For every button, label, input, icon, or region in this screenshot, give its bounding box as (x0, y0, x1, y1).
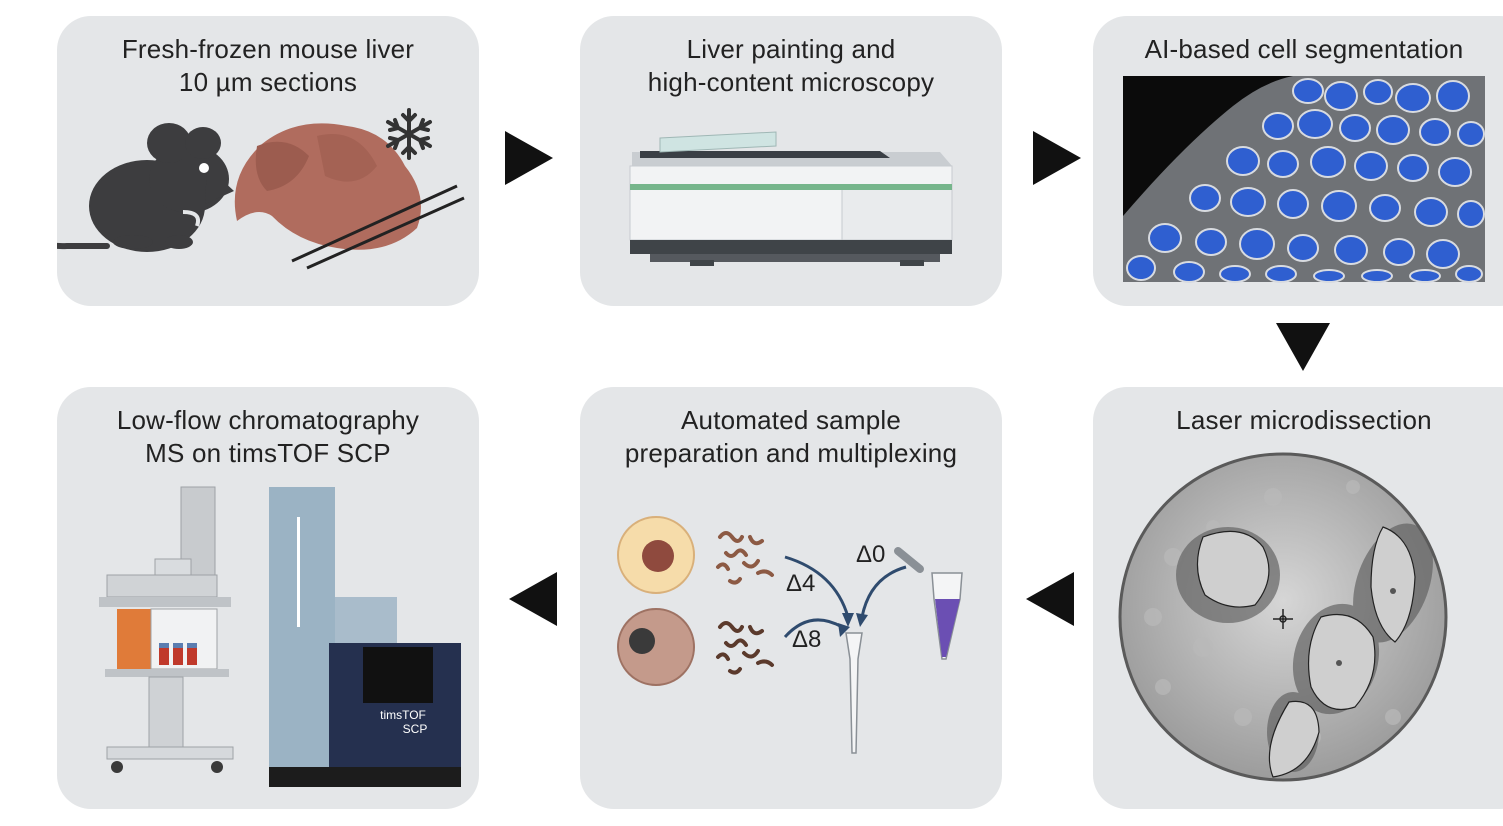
segmentation-image (1123, 76, 1485, 283)
panel-title: Laser microdissection (1093, 404, 1503, 437)
arrow-down-icon (1276, 323, 1330, 371)
title-line1: Low-flow chromatography (116, 405, 420, 435)
title-line1: AI-based cell segmentation (1144, 34, 1464, 64)
snowflake-icon (386, 108, 432, 160)
cell-icon (617, 608, 695, 686)
mouse-icon (57, 123, 234, 252)
peptides-icon (716, 531, 774, 585)
panel-title: Fresh-frozen mouse liver 10 µm sections (57, 33, 479, 99)
title-line1: Laser microdissection (1176, 405, 1432, 435)
cell-icon (617, 516, 695, 594)
tube-icon (894, 547, 963, 660)
label-delta4: Δ4 (786, 570, 815, 597)
arrow-right-icon (1033, 131, 1081, 185)
peptides-icon (716, 621, 774, 675)
flow-arrows (783, 555, 907, 639)
title-line2: 10 µm sections (178, 67, 358, 97)
title-line2: MS on timsTOF SCP (145, 438, 391, 468)
title-line2: preparation and multiplexing (624, 438, 958, 468)
instrument-brand-line2: SCP (403, 722, 428, 736)
panel-mass-spectrometry: Low-flow chromatography MS on timsTOF SC… (57, 387, 479, 809)
arrow-right-icon (505, 131, 553, 185)
timstof-instrument-icon: timsTOF SCP (269, 487, 461, 787)
lc-system-icon (99, 486, 234, 773)
panel-title: AI-based cell segmentation (1093, 33, 1503, 66)
label-delta8: Δ8 (792, 626, 821, 653)
liver-icon (234, 123, 465, 270)
microscope-icon (629, 131, 953, 266)
panel-sample-preparation: Automated sample preparation and multipl… (580, 387, 1002, 809)
panel-microscopy: Liver painting and high-content microsco… (580, 16, 1002, 306)
crosshair-icon (1273, 609, 1293, 629)
arrow-left-icon (1026, 572, 1074, 626)
label-delta0: Δ0 (856, 541, 885, 568)
arrow-left-icon (509, 572, 557, 626)
microdissection-view (1118, 452, 1448, 782)
title-line2: high-content microscopy (647, 67, 935, 97)
title-line1: Liver painting and (686, 34, 896, 64)
title-line1: Automated sample (681, 405, 901, 435)
instrument-brand-line1: timsTOF (380, 708, 426, 722)
pipette-tip-icon (845, 632, 863, 754)
title-line1: Fresh-frozen mouse liver (121, 34, 415, 64)
panel-title: Liver painting and high-content microsco… (580, 33, 1002, 99)
panel-fresh-frozen-liver: Fresh-frozen mouse liver 10 µm sections (57, 16, 479, 306)
panel-laser-microdissection: Laser microdissection (1093, 387, 1503, 809)
panel-title: Low-flow chromatography MS on timsTOF SC… (57, 404, 479, 470)
panel-title: Automated sample preparation and multipl… (580, 404, 1002, 470)
panel-cell-segmentation: AI-based cell segmentation (1093, 16, 1503, 306)
